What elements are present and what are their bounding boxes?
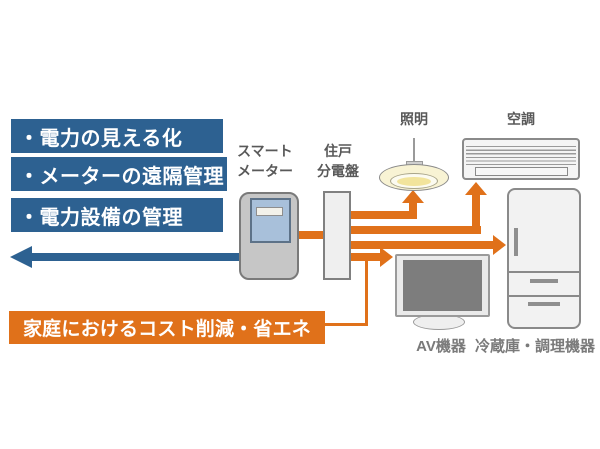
arrow-ac-up-head-icon	[465, 182, 487, 195]
arrow-fridge-right-head-icon	[493, 235, 506, 255]
fridge-bottom-drawer-handle	[528, 302, 560, 306]
distribution-board-label: 住戸 分電盤	[310, 141, 366, 181]
feature-box-equipment-management: ・電力設備の管理	[11, 198, 223, 232]
arrow-lighting-hseg	[349, 211, 417, 219]
feature-box-remote-management: ・メーターの遠隔管理	[11, 157, 227, 191]
smart-meter-label: スマート メーター	[237, 141, 303, 181]
ac-front-panel	[475, 167, 568, 176]
meter-screen	[250, 198, 291, 243]
smart-meter-label-line1: スマート	[237, 143, 293, 159]
data-arrow-shaft	[30, 253, 242, 261]
banner-connector-vseg	[365, 259, 368, 326]
fridge-door-handle	[514, 228, 518, 256]
refrigerator-icon	[507, 188, 581, 329]
feature-label: ・メーターの遠隔管理	[19, 165, 224, 188]
tv-icon	[395, 254, 490, 317]
arrow-lighting-up-head-icon	[402, 190, 424, 203]
banner-connector-hseg	[325, 323, 368, 326]
fridge-middle-drawer-handle	[530, 279, 558, 283]
refrigerator-label: 冷蔵庫・調理機器	[474, 338, 595, 355]
distribution-board-label-line2: 分電盤	[317, 163, 359, 179]
air-conditioner-icon	[462, 138, 580, 180]
smart-meter-icon	[239, 192, 299, 280]
arrow-av-hseg	[349, 253, 381, 261]
cost-reduction-banner-label: 家庭におけるコスト削減・省エネ	[22, 319, 311, 340]
air-conditioner-label: 空調	[507, 111, 535, 127]
fridge-divider-bottom	[509, 295, 579, 297]
feature-label: ・電力設備の管理	[19, 206, 183, 229]
lighting-label: 照明	[400, 111, 428, 127]
distribution-board-icon	[323, 191, 351, 280]
feature-box-visualization: ・電力の見える化	[11, 119, 223, 153]
ac-vent-lines	[466, 146, 576, 167]
arrow-ac-hseg	[349, 226, 481, 234]
arrow-fridge-hseg	[349, 241, 494, 249]
arrow-lighting-vseg	[409, 202, 417, 219]
tv-screen	[403, 260, 482, 311]
meter-display-window	[256, 207, 283, 216]
av-equipment-label: AV機器	[416, 338, 466, 355]
meter-board-connector	[297, 231, 324, 239]
cost-reduction-banner: 家庭におけるコスト削減・省エネ	[9, 311, 325, 344]
fridge-divider-top	[509, 271, 579, 273]
arrow-ac-vseg	[472, 194, 480, 234]
arrow-av-right-head-icon	[380, 247, 393, 267]
pendant-lamp-cord	[413, 138, 415, 163]
feature-label: ・電力の見える化	[19, 127, 183, 150]
data-arrow-left-head-icon	[10, 246, 32, 268]
smart-meter-label-line2: メーター	[237, 163, 293, 179]
distribution-board-label-line1: 住戸	[324, 143, 352, 159]
pendant-lamp-glow	[397, 177, 431, 186]
